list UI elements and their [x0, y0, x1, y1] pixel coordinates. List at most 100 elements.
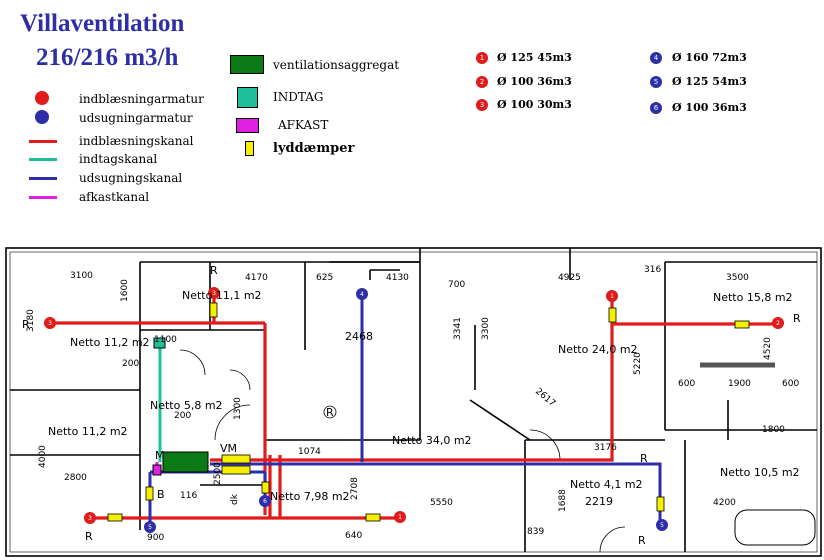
dim-5550: 5550 — [430, 498, 453, 508]
fixture-3-spec: Ø 100 30m3 — [497, 98, 572, 111]
dim-600b: 600 — [782, 379, 799, 389]
legend-exhaust: AFKAST — [278, 118, 329, 132]
fixture-2-spec: Ø 100 36m3 — [497, 75, 572, 88]
mark-b: B — [157, 488, 165, 501]
plan-fixture-6: 6 — [263, 498, 267, 505]
mark-r-3: R — [793, 312, 801, 325]
legend-exhaust-duct-line — [29, 196, 57, 199]
mark-r-6: R — [640, 452, 648, 465]
room-label-2: Netto 11,1 m2 — [182, 289, 262, 302]
dim-700: 700 — [448, 280, 465, 290]
dim-3341: 3341 — [453, 317, 463, 340]
dim-2219: 2219 — [585, 495, 613, 508]
dim-3180: 3180 — [26, 309, 36, 332]
legend-supply-duct: indblæsningskanal — [79, 134, 194, 148]
silencers — [107, 302, 750, 522]
floor-plan: 3 3 1 2 3 1 4 5 5 6 Netto 11,2 m2 Netto … — [5, 247, 822, 557]
fixture-6-marker: 6 — [650, 102, 662, 114]
room-label-5: Netto 34,0 m2 — [392, 434, 472, 447]
dim-2708: 2708 — [350, 477, 360, 500]
dim-2617: 2617 — [533, 387, 557, 409]
dim-1688: 1688 — [558, 489, 568, 512]
dim-4520: 4520 — [763, 337, 773, 360]
plan-fixture-3a: 3 — [48, 320, 52, 327]
legend-exhaust-swatch — [236, 118, 259, 133]
legend-extract-duct: udsugningskanal — [79, 171, 183, 185]
room-label-1: Netto 11,2 m2 — [70, 336, 150, 349]
dim-4925: 4925 — [558, 273, 581, 283]
dim-4130: 4130 — [386, 273, 409, 283]
dim-2800: 2800 — [64, 473, 87, 483]
legend-supply-fixture-icon — [35, 91, 49, 105]
legend-intake: INDTAG — [273, 90, 324, 104]
dim-3176: 3176 — [594, 443, 617, 453]
mark-vm: VM — [220, 442, 237, 455]
exhaust-box — [152, 464, 162, 476]
fixture-3-marker: 3 — [476, 99, 488, 111]
legend-supply-fixture: indblæsningarmatur — [79, 92, 204, 106]
dim-4000: 4000 — [38, 445, 48, 468]
dimension-labels: 3100 4170 625 4130 4925 316 3500 700 246… — [26, 265, 799, 543]
dim-1600: 1600 — [120, 279, 130, 302]
legend-supply-duct-line — [29, 140, 57, 143]
dim-640: 640 — [345, 531, 362, 541]
dim-116: 116 — [180, 491, 197, 501]
plan-fixture-2a: 2 — [776, 320, 780, 327]
dim-839: 839 — [527, 527, 544, 537]
mark-r-2: R — [22, 318, 30, 331]
dim-2468: 2468 — [345, 330, 373, 343]
legend-intake-swatch — [237, 87, 258, 108]
room-label-4: Netto 5,8 m2 — [150, 399, 223, 412]
dim-3300: 3300 — [481, 317, 491, 340]
room-label-6: Netto 24,0 m2 — [558, 343, 638, 356]
plan-fixture-3c: 3 — [88, 515, 92, 522]
legend-exhaust-duct: afkastkanal — [79, 190, 150, 204]
plan-marks: R R R R R R R B VM M dk — [22, 264, 801, 547]
dim-4200: 4200 — [713, 498, 736, 508]
fixture-6-spec: Ø 100 36m3 — [672, 101, 747, 114]
dim-316: 316 — [644, 265, 661, 275]
fixture-2-marker: 2 — [476, 76, 488, 88]
legend-extract-duct-line — [29, 177, 57, 180]
fixture-4-spec: Ø 160 72m3 — [672, 51, 747, 64]
legend-intake-duct: indtagskanal — [79, 152, 158, 166]
page-subtitle: 216/216 m3/h — [36, 44, 179, 71]
room-label-10: Netto 7,98 m2 — [270, 490, 350, 503]
mark-r-circle: R — [326, 406, 334, 419]
dim-600a: 600 — [678, 379, 695, 389]
legend-intake-duct-line — [29, 158, 57, 161]
room-label-7: Netto 15,8 m2 — [713, 291, 793, 304]
room-label-3: Netto 11,2 m2 — [48, 425, 128, 438]
dim-625: 625 — [316, 273, 333, 283]
mark-r-4: R — [85, 530, 93, 543]
door-swings — [179, 349, 626, 553]
room-label-9: Netto 4,1 m2 — [570, 478, 643, 491]
ventilation-unit — [162, 451, 209, 473]
mark-r-1: R — [210, 264, 218, 277]
page-title: Villaventilation — [20, 10, 185, 37]
fixture-4-marker: 4 — [650, 52, 662, 64]
fixture-5-marker: 5 — [650, 76, 662, 88]
fixture-1-spec: Ø 125 45m3 — [497, 51, 572, 64]
dim-3500: 3500 — [726, 273, 749, 283]
legend-unit: ventilationsaggregat — [273, 58, 400, 72]
dim-5220: 5220 — [633, 352, 643, 375]
intake-box — [153, 337, 166, 349]
dim-3100: 3100 — [70, 271, 93, 281]
dim-1074: 1074 — [298, 447, 321, 457]
legend-silencer-swatch — [245, 141, 254, 156]
plan-fixture-1b: 1 — [398, 514, 402, 521]
dim-1100: 1100 — [154, 335, 177, 345]
room-labels: Netto 11,2 m2 Netto 11,1 m2 Netto 11,2 m… — [48, 289, 800, 503]
plan-fixture-1a: 1 — [610, 293, 614, 300]
dim-4170: 4170 — [245, 273, 268, 283]
dim-1900: 1900 — [728, 379, 751, 389]
mark-r-5: R — [638, 534, 646, 547]
legend-unit-swatch — [230, 55, 264, 74]
legend-silencer: lyddæmper — [273, 141, 355, 156]
mark-m: M — [155, 449, 165, 462]
plan-fixture-3b: 3 — [212, 290, 216, 297]
dim-200b: 200 — [174, 411, 191, 421]
mark-dk: dk — [230, 493, 240, 505]
dim-200a: 200 — [122, 359, 139, 369]
